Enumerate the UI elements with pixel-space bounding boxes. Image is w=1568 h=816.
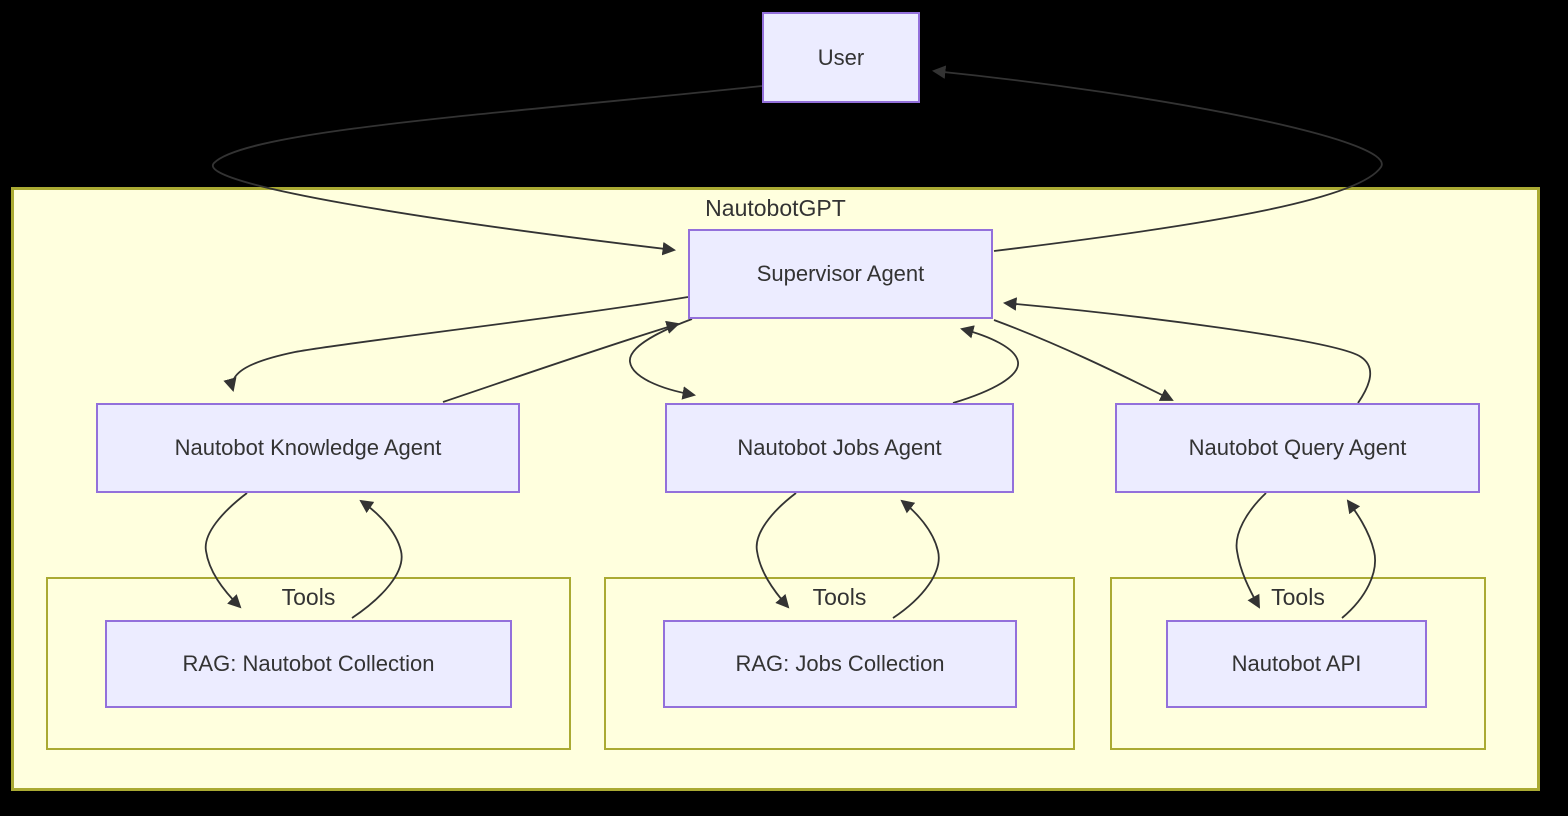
group-tools-knowledge-label: Tools bbox=[281, 584, 336, 610]
node-rag-nautobot-collection: RAG: Nautobot Collection bbox=[105, 620, 512, 708]
node-query-agent-label: Nautobot Query Agent bbox=[1188, 435, 1407, 460]
node-user-label: User bbox=[817, 44, 865, 70]
node-rag-jobs-collection-label: RAG: Jobs Collection bbox=[735, 651, 945, 676]
node-query-agent: Nautobot Query Agent bbox=[1115, 403, 1480, 493]
node-knowledge-agent-label: Nautobot Knowledge Agent bbox=[174, 435, 442, 460]
group-tools-jobs-label: Tools bbox=[812, 584, 867, 610]
node-nautobot-api: Nautobot API bbox=[1166, 620, 1427, 708]
node-user: User bbox=[762, 12, 920, 103]
node-rag-nautobot-collection-label: RAG: Nautobot Collection bbox=[182, 651, 435, 676]
node-nautobot-api-label: Nautobot API bbox=[1231, 651, 1362, 676]
group-nautobotgpt-label: NautobotGPT bbox=[705, 195, 846, 221]
node-knowledge-agent: Nautobot Knowledge Agent bbox=[96, 403, 520, 493]
group-tools-query-label: Tools bbox=[1271, 584, 1325, 610]
node-rag-jobs-collection: RAG: Jobs Collection bbox=[663, 620, 1017, 708]
node-supervisor-agent-label: Supervisor Agent bbox=[756, 261, 925, 286]
node-jobs-agent: Nautobot Jobs Agent bbox=[665, 403, 1014, 493]
node-jobs-agent-label: Nautobot Jobs Agent bbox=[737, 435, 942, 460]
node-supervisor-agent: Supervisor Agent bbox=[688, 229, 993, 319]
